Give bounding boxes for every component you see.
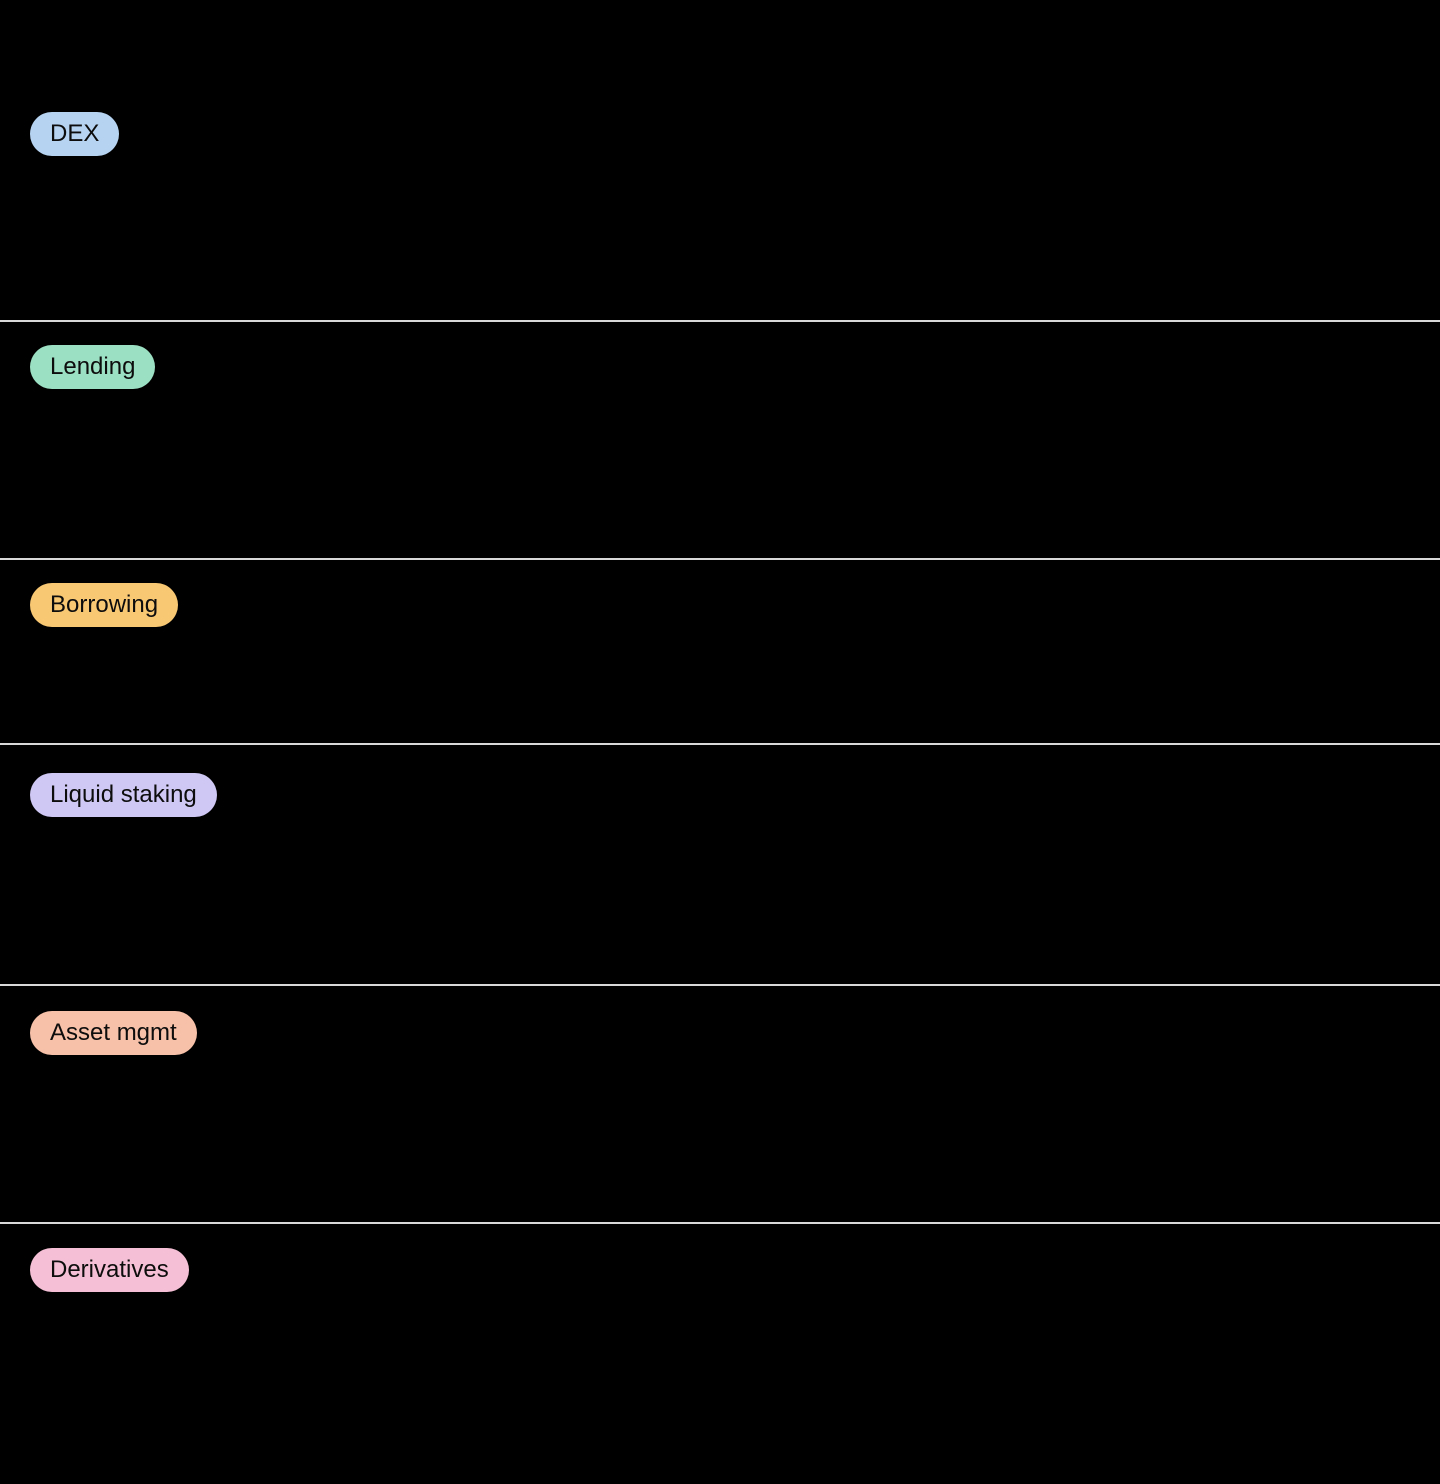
table-row: Lending xyxy=(0,320,1440,558)
table-row: Liquid staking xyxy=(0,743,1440,984)
table-row: DEX xyxy=(0,0,1440,320)
category-pill-dex[interactable]: DEX xyxy=(30,112,120,156)
table-row: Asset mgmt xyxy=(0,984,1440,1222)
table-row: Borrowing xyxy=(0,558,1440,743)
category-pill-liquid-staking[interactable]: Liquid staking xyxy=(30,773,217,817)
category-pill-borrowing[interactable]: Borrowing xyxy=(30,583,179,627)
category-pill-asset-mgmt[interactable]: Asset mgmt xyxy=(30,1011,197,1055)
table-row: Derivatives xyxy=(0,1222,1440,1483)
category-pill-lending[interactable]: Lending xyxy=(30,345,156,389)
category-pill-derivatives[interactable]: Derivatives xyxy=(30,1248,189,1292)
